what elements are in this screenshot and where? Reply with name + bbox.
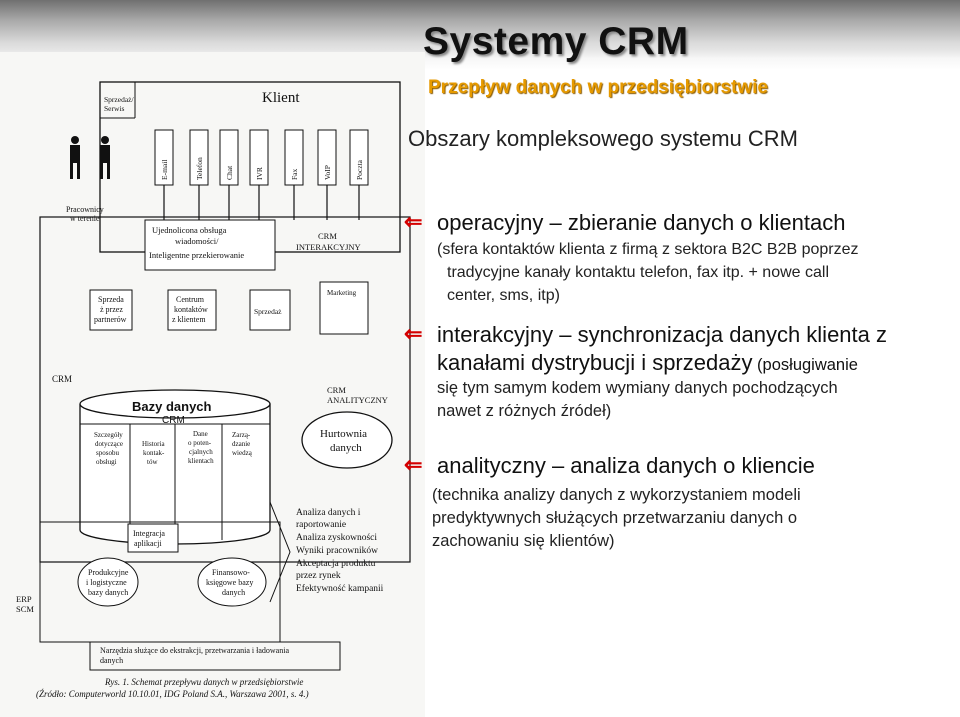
db-item-3-3: cjalnych — [189, 448, 213, 456]
sales-partners-3: partnerów — [94, 315, 127, 324]
scm-label: SCM — [16, 604, 34, 614]
db-item-1-1: Szczegóły — [94, 431, 123, 439]
database-title: Bazy danych — [132, 399, 212, 414]
db-item-3-2: o poten- — [188, 439, 212, 447]
bullet-interactive-term-2: kanałami dystrybucji i sprzedaży (posług… — [437, 350, 858, 376]
tools-line-1: Narzędzia służące do ekstrakcji, przetwa… — [100, 646, 289, 655]
crm-side-label: CRM — [52, 374, 72, 384]
page-subtitle: Przepływ danych w przedsiębiorstwie — [428, 77, 768, 98]
channel-arrows — [163, 185, 360, 220]
bullet-analytic-term: analityczny – analiza danych o kliencie — [437, 453, 815, 478]
channel-boxes — [154, 129, 369, 186]
finance-db — [197, 557, 267, 607]
db-item-4-1: Zarzą- — [232, 431, 251, 439]
unified-line-1: Ujednolicona obsługa — [152, 225, 227, 235]
sales-box: Sprzedaż — [254, 307, 282, 316]
analysis-item-2: raportowanie — [296, 520, 346, 530]
db-item-2-3: tów — [147, 458, 158, 466]
header-band — [0, 0, 960, 58]
production-1: Produkcyjne — [88, 568, 129, 577]
bullet-interactive-term-2-small: (posługiwanie — [752, 356, 858, 374]
db-item-4-3: wiedzą — [232, 449, 253, 457]
arrow-left-icon: ⇐ — [404, 452, 423, 477]
bullet-interactive-line-2: nawet z różnych źródeł) — [437, 402, 612, 420]
field-workers-label-2: w terenie — [70, 214, 100, 223]
crm-interactive-2: INTERAKCYJNY — [296, 242, 361, 252]
tools-line-2: danych — [100, 656, 123, 665]
analysis-item-1: Analiza danych i — [296, 508, 361, 518]
unified-line-3: Inteligentne przekierowanie — [149, 250, 244, 260]
caption-line-2: (Źródło: Computerworld 10.10.01, IDG Pol… — [36, 689, 309, 699]
db-item-1-4: obsługi — [96, 458, 117, 466]
bullet-interactive-term: interakcyjny – synchronizacja danych kli… — [437, 322, 888, 347]
channel-phone: Telefon — [195, 157, 204, 180]
analysis-item-7: Efektywność kampanii — [296, 583, 384, 594]
field-workers-label-1: Pracownicy — [66, 205, 104, 214]
production-db — [77, 557, 139, 607]
db-item-3-1: Dane — [193, 430, 208, 438]
contact-center-1: Centrum — [176, 295, 205, 304]
data-warehouse — [301, 411, 393, 469]
db-item-4-2: dzanie — [232, 440, 250, 448]
sales-service-label-2: Serwis — [104, 104, 124, 113]
bullet-analytic-line-1: (technika analizy danych z wykorzystanie… — [432, 486, 801, 504]
unified-line-2: wiadomości/ — [175, 236, 219, 246]
erp-label: ERP — [16, 594, 32, 604]
arrow-left-icon: ⇐ — [404, 209, 423, 234]
contact-center-3: z klientem — [172, 315, 206, 324]
crm-interactive-1: CRM — [318, 231, 337, 241]
integration-1: Integracja — [133, 529, 165, 538]
channel-ivr: IVR — [255, 167, 264, 180]
caption-line-1: Rys. 1. Schemat przepływu danych w przed… — [104, 677, 303, 687]
integration-2: aplikacji — [134, 539, 162, 548]
crm-analytic-2: ANALITYCZNY — [327, 395, 388, 405]
db-item-1-3: sposobu — [96, 449, 119, 457]
person-icon — [100, 136, 110, 179]
finance-2: księgowe bazy — [206, 578, 253, 587]
bullet-analytic-line-2: predyktywnych służących przetwarzaniu da… — [432, 509, 798, 527]
channel-voip: VoIP — [323, 165, 332, 180]
bullet-operational-line-3: center, sms, itp) — [447, 287, 560, 304]
client-label: Klient — [262, 90, 300, 106]
arrow-left-icon: ⇐ — [404, 321, 423, 346]
channel-email: E-mail — [160, 160, 169, 180]
db-item-1-2: dotyczące — [95, 440, 123, 448]
db-item-3-4: klientach — [188, 457, 214, 465]
sales-service-label-1: Sprzedaż/ — [104, 95, 134, 104]
bullet-operational-line-2: tradycyjne kanały kontaktu telefon, fax … — [447, 264, 829, 281]
bullet-analytic-line-3: zachowaniu się klientów) — [432, 532, 615, 550]
analysis-item-5: Akceptacja produktu — [296, 559, 376, 569]
crm-analytic-1: CRM — [327, 385, 346, 395]
crm-data-flow-diagram: Klient Sprzedaż/ Serwis Pracownicy w ter… — [0, 52, 425, 717]
bullet-interactive-term-2-main: kanałami dystrybucji i sprzedaży — [437, 350, 753, 375]
warehouse-2: danych — [330, 442, 362, 454]
analysis-item-3: Analiza zyskowności — [296, 533, 377, 543]
marketing-box: Marketing — [327, 289, 357, 297]
production-3: bazy danych — [88, 588, 128, 597]
sales-partners-1: Sprzeda — [98, 295, 124, 304]
bullet-interactive-line-1: się tym samym kodem wymiany danych pocho… — [437, 379, 838, 397]
analysis-item-4: Wyniki pracowników — [296, 546, 378, 556]
sales-partners-2: ż przez — [100, 305, 123, 314]
warehouse-1: Hurtownia — [320, 428, 367, 440]
finance-3: danych — [222, 588, 245, 597]
bullet-operational-line-1: (sfera kontaktów klienta z firmą z sekto… — [437, 241, 859, 258]
db-item-2-1: Historia — [142, 440, 165, 448]
channel-fax: Fax — [290, 169, 299, 181]
channel-chat: Chat — [225, 165, 234, 180]
section-heading: Obszary kompleksowego systemu CRM — [408, 126, 799, 151]
person-icon — [70, 136, 80, 179]
page-title: Systemy CRM — [423, 20, 689, 63]
bullet-operational-term: operacyjny – zbieranie danych o klientac… — [437, 210, 846, 235]
analysis-item-6: przez rynek — [296, 571, 341, 581]
channel-mail: Poczta — [355, 159, 364, 180]
database-subtitle: CRM — [162, 415, 185, 426]
production-2: i logistyczne — [86, 578, 127, 587]
finance-1: Finansowo- — [212, 568, 250, 577]
db-item-2-2: kontak- — [143, 449, 165, 457]
contact-center-2: kontaktów — [174, 305, 208, 314]
